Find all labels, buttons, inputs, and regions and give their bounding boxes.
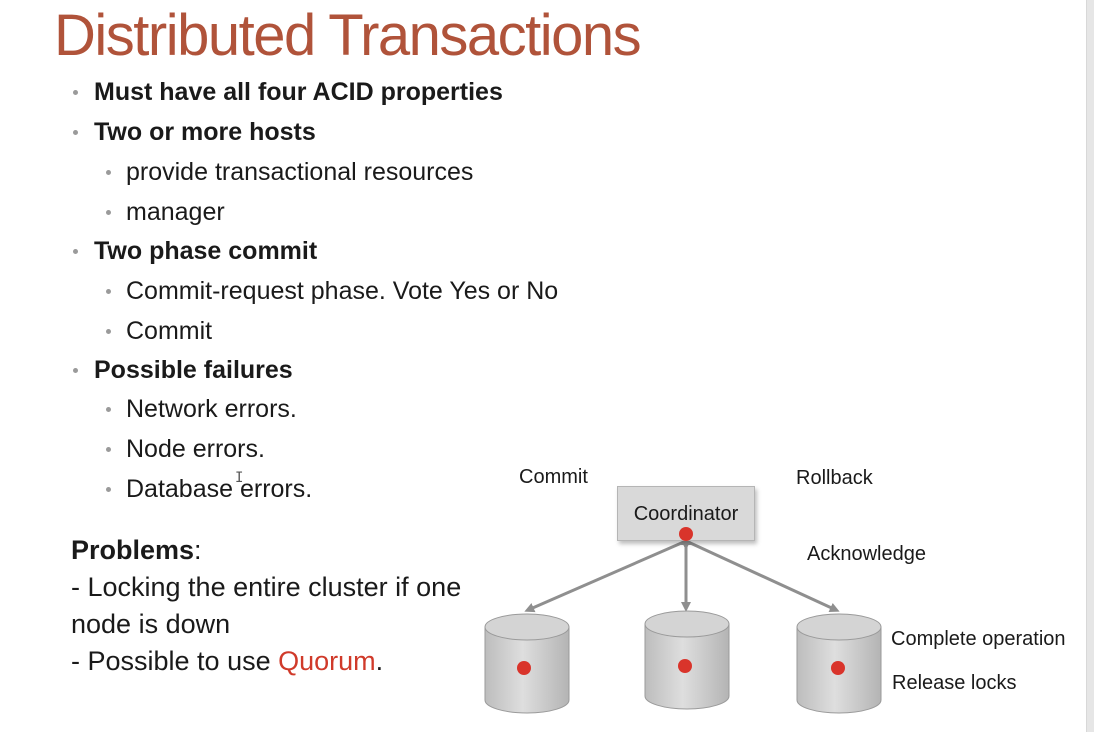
slide-title: Distributed Transactions xyxy=(54,3,642,68)
node-dot-icon xyxy=(831,661,845,675)
rollback-label: Rollback xyxy=(796,467,873,489)
sub-bullet-item: Database errors. xyxy=(106,474,312,504)
database-node-left xyxy=(484,613,570,714)
scrollbar[interactable] xyxy=(1086,0,1094,732)
acknowledge-label: Acknowledge xyxy=(807,543,926,565)
bullet-dot-icon xyxy=(106,210,111,215)
sub-bullet-item: manager xyxy=(106,197,225,227)
problems-line: node is down xyxy=(71,609,231,639)
bullet-item: Must have all four ACID properties xyxy=(73,77,503,107)
sub-bullet-item: Network errors. xyxy=(106,394,297,424)
node-dot-icon xyxy=(678,659,692,673)
node-dot-icon xyxy=(517,661,531,675)
problems-line: - Possible to use Quorum. xyxy=(71,646,384,676)
database-node-middle xyxy=(644,610,730,710)
bullet-dot-icon xyxy=(106,329,111,334)
bullet-dot-icon xyxy=(106,407,111,412)
text-cursor-icon: I xyxy=(235,470,244,486)
bullet-item: Two phase commit xyxy=(73,236,317,266)
bullet-dot-icon xyxy=(106,289,111,294)
problems-line: - Locking the entire cluster if one xyxy=(71,572,462,602)
sub-bullet-item: Commit-request phase. Vote Yes or No xyxy=(106,276,558,306)
bullet-item: Possible failures xyxy=(73,355,293,385)
sub-bullet-item: Commit xyxy=(106,316,212,346)
bullet-dot-icon xyxy=(73,90,78,95)
bullet-dot-icon xyxy=(106,447,111,452)
arrow-right xyxy=(680,538,840,613)
quorum-highlight: Quorum xyxy=(278,646,376,676)
coordinator-dot-icon xyxy=(679,527,693,541)
release-locks-label: Release locks xyxy=(892,672,1017,694)
bullet-dot-icon xyxy=(73,249,78,254)
bullet-dot-icon xyxy=(106,170,111,175)
problems-heading: Problems: xyxy=(71,535,202,565)
arrow-left xyxy=(524,538,692,613)
sub-bullet-item: Node errors. xyxy=(106,434,265,464)
bullet-dot-icon xyxy=(73,368,78,373)
database-node-right xyxy=(796,613,882,714)
problems-block: Problems: - Locking the entire cluster i… xyxy=(71,532,461,680)
commit-label: Commit xyxy=(519,466,588,488)
sub-bullet-item: provide transactional resources xyxy=(106,157,473,187)
bullet-dot-icon xyxy=(106,487,111,492)
bullet-item: Two or more hosts xyxy=(73,117,316,147)
bullet-dot-icon xyxy=(73,130,78,135)
complete-operation-label: Complete operation xyxy=(891,628,1066,650)
